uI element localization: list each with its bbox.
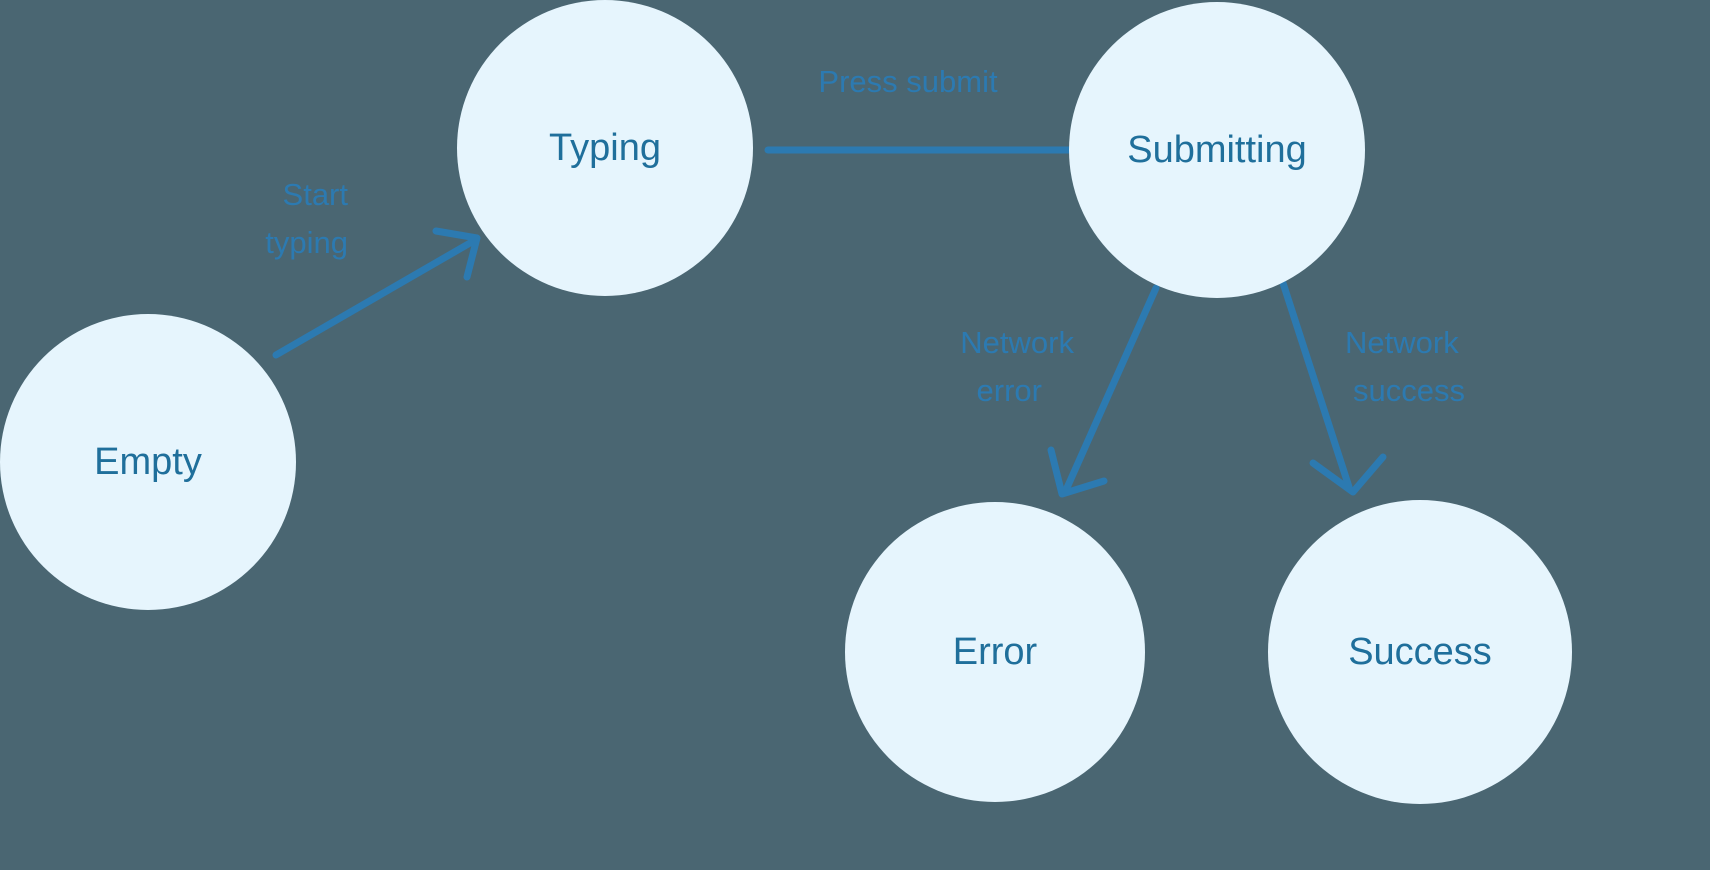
edge-submitting-to-error-label-line2: error: [977, 373, 1042, 408]
edge-empty-to-typing-arrowhead: [432, 227, 481, 281]
node-success[interactable]: Success: [1268, 500, 1572, 804]
edge-submitting-to-error-label-line1: Network: [960, 325, 1074, 360]
edge-submitting-to-error-arrowhead: [1047, 446, 1108, 498]
edge-empty-to-typing-label-line2: typing: [265, 225, 348, 260]
node-submitting[interactable]: Submitting: [1069, 2, 1365, 298]
edge-submitting-to-success-label-line2: success: [1353, 373, 1465, 408]
edge-submitting-to-error: Network error: [960, 284, 1160, 498]
edge-empty-to-typing-label-line1: Start: [283, 177, 349, 212]
edge-empty-to-typing: Start typing: [265, 177, 481, 359]
edge-submitting-to-success-line: [1279, 279, 1353, 491]
node-typing-label: Typing: [549, 127, 661, 169]
edge-submitting-to-error-line: [1062, 284, 1160, 494]
edge-typing-to-submitting-label-line1: Press submit: [818, 64, 998, 99]
edge-typing-to-submitting: Press submit: [764, 64, 1148, 182]
node-error[interactable]: Error: [845, 502, 1145, 802]
edge-submitting-to-success-arrowhead: [1309, 453, 1387, 496]
edge-submitting-to-success-label-line1: Network: [1345, 325, 1459, 360]
node-empty-circle[interactable]: [0, 314, 296, 610]
node-success-circle[interactable]: [1268, 500, 1572, 804]
node-empty-label: Empty: [94, 441, 202, 483]
node-submitting-label: Submitting: [1127, 129, 1307, 171]
node-typing[interactable]: Typing: [457, 0, 753, 296]
node-error-circle[interactable]: [845, 502, 1145, 802]
node-submitting-circle[interactable]: [1069, 2, 1365, 298]
edge-submitting-to-success: Network success: [1279, 279, 1465, 496]
node-typing-circle[interactable]: [457, 0, 753, 296]
node-success-label: Success: [1348, 631, 1492, 673]
edge-empty-to-typing-line: [272, 239, 474, 359]
node-error-label: Error: [953, 631, 1038, 673]
node-empty[interactable]: Empty: [0, 314, 296, 610]
